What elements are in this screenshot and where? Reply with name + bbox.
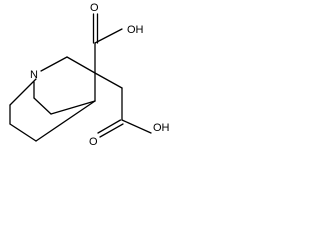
acid-top-oxygen-label: O [90,2,99,14]
nitrogen-label: N [30,69,38,81]
bond-c2-c3 [66,56,96,74]
bond-c3-ch2 [94,72,123,89]
structure-canvas: N O OH O OH [0,0,201,162]
molecule-diagram: N O OH O OH [9,2,170,148]
bond-acid-carbon-oxygen-inner [99,123,124,138]
bond-acid-carbon-hydroxyl [121,119,152,134]
acid-bottom-hydroxyl-label: OH [153,122,170,134]
bond-bottom-c4 [35,100,96,142]
bond-back-lower-bottom [9,123,37,142]
bond-n-c2 [40,56,68,72]
bond-acid-carbon-oxygen-outer [97,119,122,134]
bond-carboxyl-hydroxyl [94,28,123,44]
acid-top-hydroxyl-label: OH [127,24,144,36]
acid-bottom-oxygen-label: O [89,136,98,148]
bond-n-back-upper [9,78,37,106]
bond-bridge-top-bridge-bottom [33,97,52,115]
bond-bridge-bottom-c4 [50,100,96,115]
